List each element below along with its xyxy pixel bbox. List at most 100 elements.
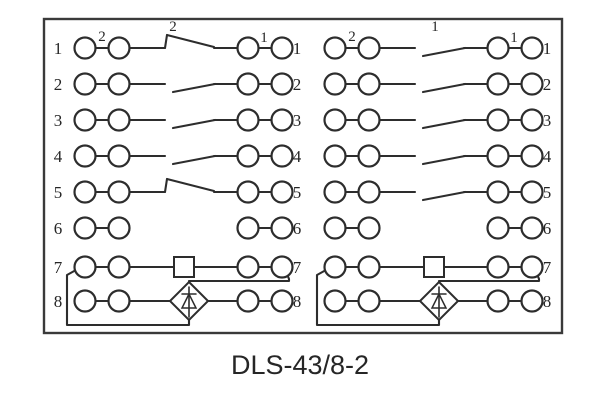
contact-blade (171, 118, 217, 130)
group-label-contact: 2 (169, 19, 177, 35)
group-label-contact: 1 (431, 19, 439, 35)
row-number-left: 5 (54, 183, 63, 202)
terminal-circle (270, 255, 294, 279)
terminal-circle (323, 216, 347, 240)
terminal-circle (357, 216, 381, 240)
terminal-circle (270, 216, 294, 240)
terminal-circle (520, 36, 544, 60)
terminal-circle (107, 216, 131, 240)
terminal-circle (107, 255, 131, 279)
terminal-circle (486, 180, 510, 204)
row-number-right: 8 (293, 292, 302, 311)
terminal-circle (236, 72, 260, 96)
contact-blade (421, 82, 467, 94)
row-number-right: 7 (543, 258, 552, 277)
terminal-circle (520, 216, 544, 240)
contact-blade (165, 177, 216, 193)
row-number-right: 4 (543, 147, 552, 166)
terminal-circle (236, 36, 260, 60)
row-number-right: 4 (293, 147, 302, 166)
terminal-circle (73, 72, 97, 96)
terminal-circle (486, 72, 510, 96)
row-number-right: 7 (293, 258, 302, 277)
group-label-pair-left: 2 (348, 29, 356, 45)
terminal-circle (520, 108, 544, 132)
row-number-right: 6 (293, 219, 302, 238)
terminal-circle (520, 72, 544, 96)
contact-pivot-tick (163, 177, 169, 194)
terminal-circle (73, 255, 97, 279)
terminal-circle (357, 289, 381, 313)
contact-pivot-tick (163, 33, 169, 50)
terminal-circle (73, 180, 97, 204)
terminal-circle (73, 216, 97, 240)
terminal-circle (357, 72, 381, 96)
terminal-circle (486, 255, 510, 279)
terminal-circle (323, 180, 347, 204)
contact-blade (421, 46, 467, 58)
terminal-circle (323, 72, 347, 96)
terminal-circle (270, 180, 294, 204)
terminal-circle (270, 144, 294, 168)
resistor-box (423, 256, 445, 278)
relay-outline-box (42, 17, 564, 335)
group-label-pair-right: 1 (510, 30, 518, 46)
terminal-circle (270, 108, 294, 132)
terminal-circle (73, 36, 97, 60)
terminal-circle (323, 255, 347, 279)
terminal-circle (323, 289, 347, 313)
terminal-circle (73, 289, 97, 313)
row-number-right: 5 (543, 183, 552, 202)
terminal-circle (270, 36, 294, 60)
row-number-right: 3 (293, 111, 302, 130)
row-number-right: 2 (543, 75, 552, 94)
terminal-circle (357, 144, 381, 168)
terminal-circle (236, 108, 260, 132)
contact-blade (421, 190, 467, 202)
terminal-circle (357, 180, 381, 204)
terminal-circle (357, 255, 381, 279)
terminal-circle (270, 72, 294, 96)
terminal-circle (236, 255, 260, 279)
terminal-circle (236, 289, 260, 313)
terminal-circle (270, 289, 294, 313)
terminal-circle (236, 180, 260, 204)
row-number-left: 1 (54, 39, 63, 58)
resistor-box (173, 256, 195, 278)
contact-blade (171, 82, 217, 94)
terminal-circle (236, 144, 260, 168)
terminal-circle (520, 144, 544, 168)
terminal-circle (357, 108, 381, 132)
row-number-left: 3 (54, 111, 63, 130)
terminal-circle (107, 36, 131, 60)
contact-blade (171, 154, 217, 166)
row-number-left: 7 (54, 258, 63, 277)
coil-loop-wire-left (315, 268, 441, 327)
row-number-left: 8 (54, 292, 63, 311)
terminal-circle (323, 36, 347, 60)
terminal-circle (107, 144, 131, 168)
terminal-circle (486, 144, 510, 168)
terminal-circle (520, 180, 544, 204)
terminal-circle (323, 108, 347, 132)
row-number-right: 8 (543, 292, 552, 311)
terminal-circle (107, 289, 131, 313)
terminal-circle (107, 72, 131, 96)
row-number-right: 6 (543, 219, 552, 238)
row-number-left: 4 (54, 147, 63, 166)
contact-blade (421, 118, 467, 130)
row-number-right: 1 (293, 39, 302, 58)
terminal-circle (323, 144, 347, 168)
row-number-right: 2 (293, 75, 302, 94)
terminal-circle (73, 144, 97, 168)
group-label-pair-left: 2 (98, 29, 106, 45)
coil-loop-wire-left (65, 268, 191, 327)
row-number-left: 6 (54, 219, 63, 238)
contact-blade (421, 154, 467, 166)
terminal-circle (486, 216, 510, 240)
diode-triangle-icon (180, 292, 198, 309)
terminal-circle (357, 36, 381, 60)
